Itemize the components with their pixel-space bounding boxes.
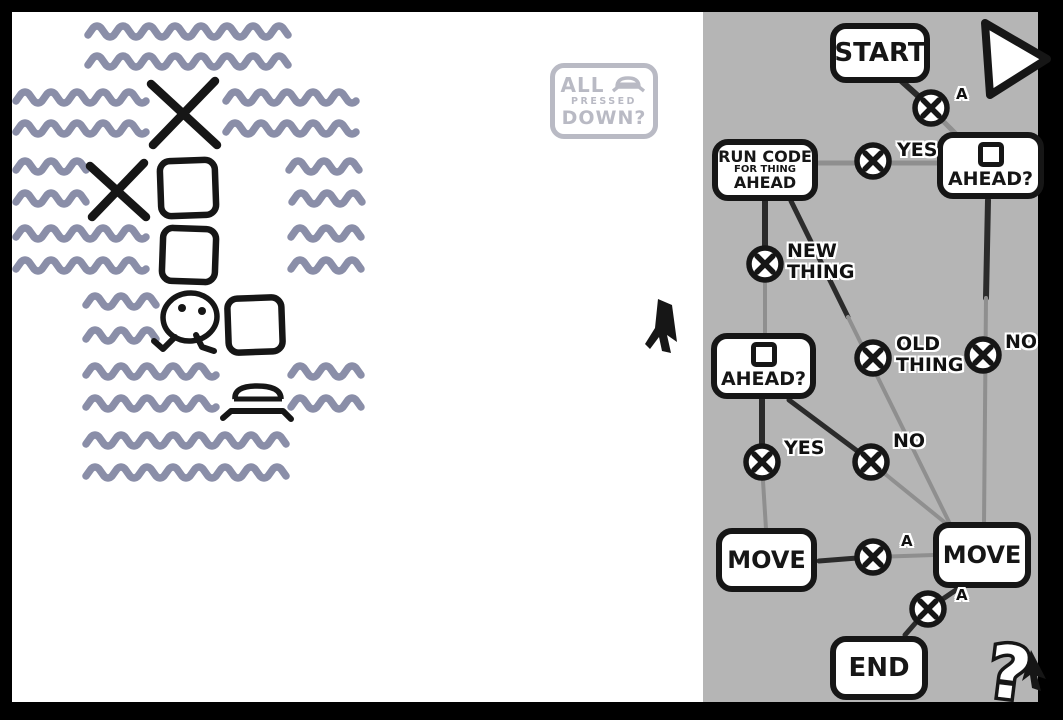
water-wave — [82, 394, 220, 413]
flow-edge — [872, 463, 950, 527]
connector-pin[interactable] — [854, 339, 892, 377]
button-icon — [612, 75, 646, 92]
water-wave — [82, 292, 160, 311]
water-wave — [82, 463, 290, 482]
player-character — [151, 290, 220, 354]
water-wave — [222, 119, 360, 138]
flow-node-ahead-left[interactable]: AHEAD? — [711, 333, 816, 399]
connector-x-icon — [754, 253, 776, 275]
connector-label: A — [901, 532, 913, 550]
connector-pin[interactable] — [912, 89, 950, 127]
connector-x-icon — [862, 546, 884, 568]
node-label: AHEAD? — [720, 368, 807, 391]
goal-stamp-line1: ALL — [560, 72, 605, 97]
connector-label: NO — [1005, 331, 1038, 353]
node-label-line: RUN CODE — [718, 146, 812, 166]
water-wave — [12, 157, 90, 176]
goal-stamp-line3: DOWN? — [561, 106, 647, 129]
square-thing-icon — [977, 141, 1004, 167]
water-wave — [12, 88, 150, 107]
connector-label: NO — [893, 430, 926, 452]
water-wave — [222, 88, 360, 107]
connector-pin[interactable] — [909, 590, 947, 628]
connector-pin[interactable] — [854, 142, 892, 180]
node-label-line: FOR THING — [733, 163, 796, 175]
node-label-line: AHEAD — [733, 173, 797, 193]
flow-edge — [983, 197, 991, 301]
cross-mark — [85, 158, 151, 222]
water-wave — [82, 431, 290, 450]
mouse-cursor — [645, 299, 677, 353]
connector-x-icon — [862, 150, 884, 172]
crate-box — [224, 294, 286, 356]
cross-mark — [146, 76, 222, 150]
connector-label: A — [956, 85, 968, 103]
water-wave — [12, 224, 150, 243]
connector-label: NEW THING — [787, 240, 855, 283]
flow-node-move-left[interactable]: MOVE — [716, 528, 817, 592]
connector-pin[interactable] — [743, 443, 781, 481]
edge — [148, 76, 220, 150]
goal-stamp: ALL PRESSED DOWN? — [550, 63, 658, 139]
connector-x-icon — [920, 97, 942, 119]
goal-stamp-line2: PRESSED — [571, 95, 637, 107]
water-wave — [82, 362, 220, 381]
connector-x-icon — [751, 451, 773, 473]
crate-box — [158, 224, 220, 286]
connector-label: YES — [784, 437, 825, 459]
help-cursor-icon — [1022, 650, 1046, 691]
water-wave — [12, 119, 150, 138]
node-label: MOVE — [727, 545, 806, 574]
flow-edge — [788, 198, 851, 320]
connector-pin[interactable] — [854, 538, 892, 576]
flow-node-end[interactable]: END — [830, 636, 928, 700]
node-label: START — [834, 37, 926, 68]
water-wave — [287, 394, 365, 413]
connector-x-icon — [917, 598, 939, 620]
play-button[interactable] — [981, 19, 1051, 99]
square-thing-icon — [750, 342, 777, 368]
water-wave — [287, 362, 365, 381]
flow-node-ahead-top[interactable]: AHEAD? — [937, 132, 1044, 199]
water-wave — [12, 189, 90, 208]
flow-edge — [786, 397, 871, 462]
node-label: MOVE — [942, 540, 1022, 569]
connector-label: OLD THING — [896, 333, 964, 376]
connector-label: A — [956, 586, 968, 604]
connector-pin[interactable] — [746, 245, 784, 283]
flow-node-start[interactable]: START — [830, 23, 930, 83]
crate-box — [156, 156, 220, 220]
connector-pin[interactable] — [964, 336, 1002, 374]
water-wave — [82, 326, 160, 345]
node-label: AHEAD? — [947, 167, 1034, 190]
help-button[interactable]: ? — [980, 625, 1046, 720]
water-wave — [84, 52, 292, 71]
water-wave — [287, 256, 365, 275]
flow-edge — [982, 296, 988, 526]
flow-node-move-right[interactable]: MOVE — [933, 522, 1031, 588]
edge — [87, 158, 149, 222]
connector-x-icon — [862, 347, 884, 369]
water-wave — [287, 224, 365, 243]
water-wave — [285, 157, 363, 176]
connector-label: YES — [897, 139, 938, 161]
water-wave — [288, 189, 366, 208]
connector-pin[interactable] — [852, 443, 890, 481]
water-wave — [84, 22, 292, 41]
floor-button — [220, 383, 294, 422]
connector-x-icon — [860, 451, 882, 473]
node-label: END — [848, 652, 910, 683]
connector-x-icon — [972, 344, 994, 366]
water-wave — [12, 256, 150, 275]
